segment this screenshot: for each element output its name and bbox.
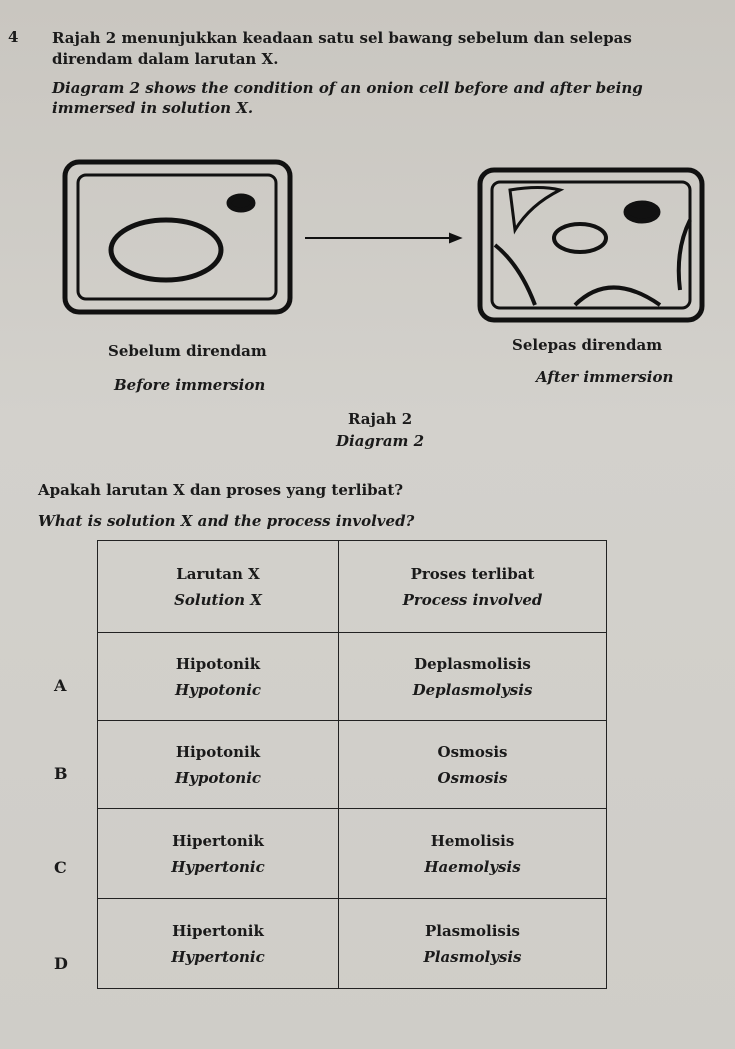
cell-text: Deplasmolisis xyxy=(414,654,531,673)
arrow xyxy=(305,232,463,244)
before-label-malay: Sebelum direndam xyxy=(108,342,267,360)
cell-text: Plasmolisis xyxy=(424,921,520,940)
prompt-malay: Apakah larutan X dan proses yang terliba… xyxy=(38,481,404,499)
cell-text: Hemolisis xyxy=(430,831,515,850)
after-label-malay: Selepas direndam xyxy=(512,336,663,354)
question-text-malay: Rajah 2 menunjukkan keadaan satu sel baw… xyxy=(52,29,632,68)
onion-cell-diagram xyxy=(62,159,705,323)
cell-text: Hipotonik xyxy=(175,654,261,673)
cell-text: Plasmolysis xyxy=(423,947,522,966)
cell-text: Hypertonic xyxy=(171,947,265,966)
cell-text: Osmosis xyxy=(437,742,508,761)
option-label-d[interactable]: D xyxy=(54,954,68,973)
diagram-caption-english: Diagram 2 xyxy=(336,432,425,450)
cell-text: Hypertonic xyxy=(171,857,265,876)
diagram-caption-malay: Rajah 2 xyxy=(348,410,413,428)
header-solution: Larutan X Solution X xyxy=(97,540,339,633)
cell-text: Hipotonik xyxy=(175,742,261,761)
after-label-english: After immersion xyxy=(536,368,674,386)
before-label-english: Before immersion xyxy=(114,376,266,394)
header-text: Solution X xyxy=(174,590,262,609)
prompt-english: What is solution X and the process invol… xyxy=(38,512,415,530)
cell-text: Hipertonik xyxy=(172,831,264,850)
option-label-c[interactable]: C xyxy=(54,858,67,877)
cell-after xyxy=(477,167,705,323)
question-number: 4 xyxy=(8,28,19,46)
question-text-english: Diagram 2 shows the condition of an onio… xyxy=(52,79,643,117)
header-text: Larutan X xyxy=(176,564,260,583)
header-text: Proses terlibat xyxy=(410,564,535,583)
cell-text: Deplasmolysis xyxy=(412,680,533,699)
cell-text: Haemolysis xyxy=(424,857,521,876)
cell-text: Hipertonik xyxy=(172,921,264,940)
option-label-b[interactable]: B xyxy=(54,764,68,783)
cell-text: Osmosis xyxy=(437,768,508,787)
cell-text: Hypotonic xyxy=(174,768,262,787)
cell-before xyxy=(62,159,293,315)
cell-text: Hypotonic xyxy=(174,680,262,699)
option-label-a[interactable]: A xyxy=(54,676,67,695)
header-text: Process involved xyxy=(402,590,543,609)
